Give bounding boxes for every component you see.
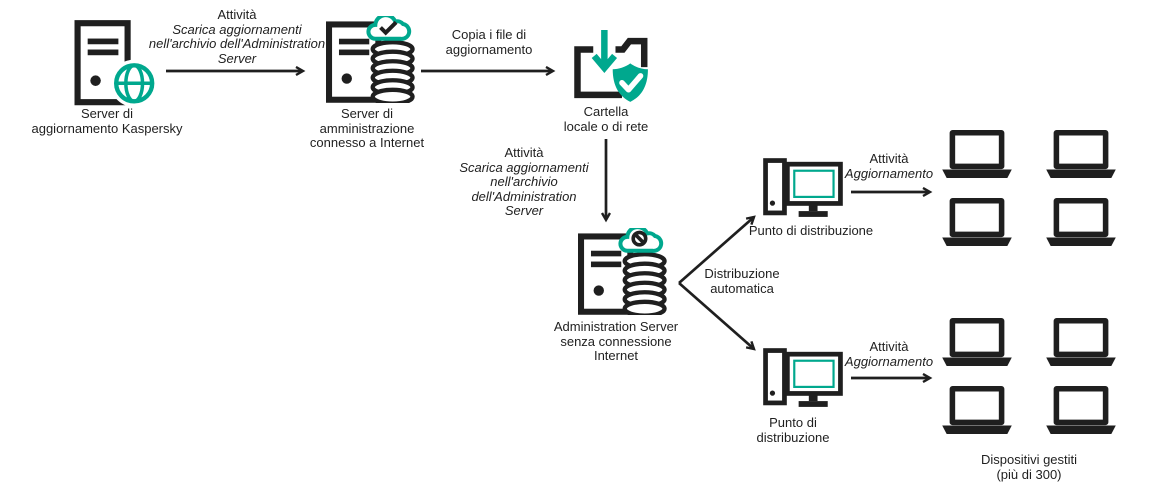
- managed-devices-grid-bottom: [940, 316, 1118, 436]
- laptop-windows-icon: [942, 197, 1012, 247]
- folder-download-shield-icon: [568, 30, 650, 106]
- label-automatic-distribution: Distribuzione automatica: [704, 266, 780, 296]
- managed-devices-grid-top: [940, 128, 1118, 248]
- server-globe-icon: [71, 20, 157, 108]
- laptop-apple-icon: [942, 129, 1012, 179]
- label-update-task-bottom: Attività Aggiornamento: [844, 339, 934, 369]
- label-distribution-point-bottom: Punto di distribuzione: [756, 415, 830, 445]
- label-download-task-1: Attività Scarica aggiornamenti nell'arch…: [148, 7, 326, 66]
- server-cloud-check-database-icon: [326, 16, 416, 103]
- label-download-task-2: Attività Scarica aggiornamenti nell'arch…: [459, 145, 589, 218]
- arrow-to-dp-bottom: [678, 281, 754, 349]
- desktop-icon: [763, 348, 843, 412]
- label-distribution-point-top: Punto di distribuzione: [748, 223, 874, 238]
- label-copy-files: Copia i file di aggiornamento: [445, 27, 533, 57]
- label-update-task-top: Attività Aggiornamento: [844, 151, 934, 181]
- laptop-linux-icon: [1046, 385, 1116, 435]
- desktop-icon: [763, 158, 843, 222]
- laptop-apple-icon: [942, 317, 1012, 367]
- laptop-windows-icon: [1046, 317, 1116, 367]
- laptop-windows-icon: [942, 385, 1012, 435]
- label-admin-server-online: Server di amministrazione connesso a Int…: [309, 106, 425, 150]
- laptop-windows-icon: [1046, 129, 1116, 179]
- label-managed-devices: Dispositivi gestiti (più di 300): [980, 452, 1078, 482]
- label-admin-server-offline: Administration Server senza connessione …: [553, 319, 679, 363]
- arrow-to-dp-top: [678, 217, 754, 285]
- laptop-linux-icon: [1046, 197, 1116, 247]
- label-update-server: Server di aggiornamento Kaspersky: [31, 106, 183, 136]
- label-shared-folder: Cartella locale o di rete: [563, 104, 649, 134]
- server-cloud-blocked-database-icon: [578, 228, 668, 315]
